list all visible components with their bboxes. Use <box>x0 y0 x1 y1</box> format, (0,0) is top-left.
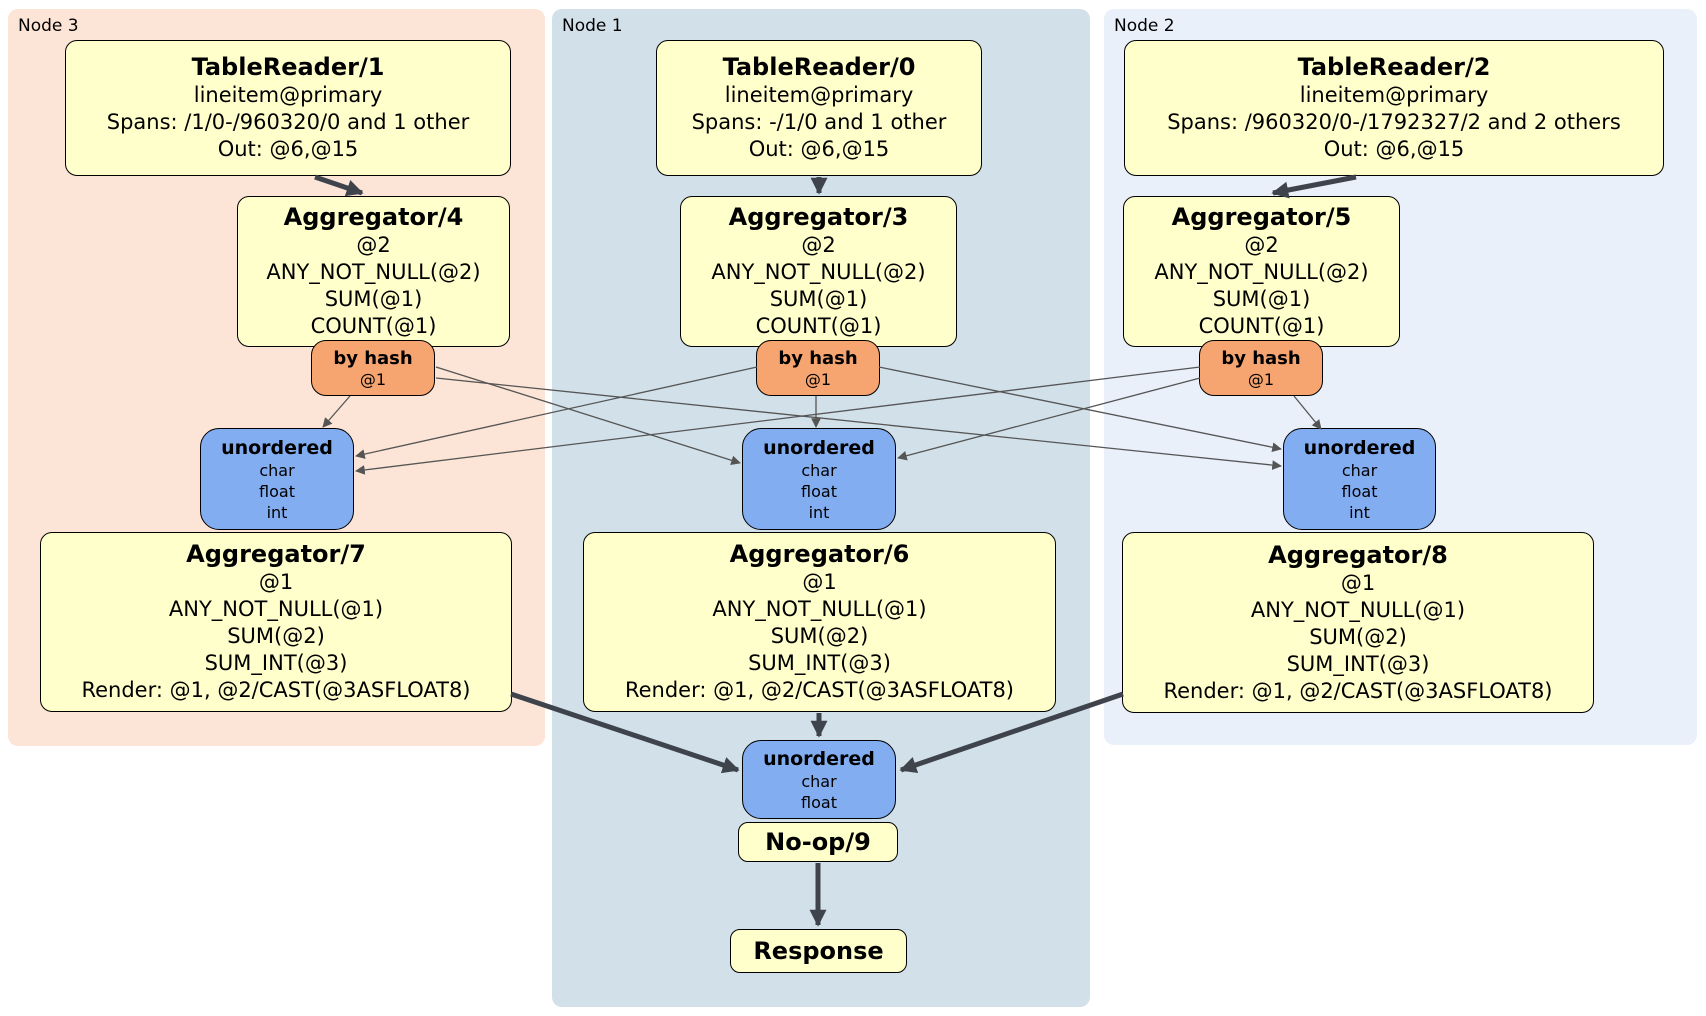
processor-title: Aggregator/6 <box>729 540 910 568</box>
processor-line: @1 <box>802 570 837 594</box>
processor-line: Out: @6,@15 <box>217 137 359 161</box>
node-label: Node 3 <box>18 16 79 36</box>
processor-line: SUM_INT(@3) <box>1286 651 1430 676</box>
sync-stream: int <box>808 502 830 522</box>
sync-stream: char <box>1341 460 1378 480</box>
processor-line: SUM(@2) <box>227 624 325 648</box>
processor-title: Response <box>753 937 884 965</box>
processor-title: Aggregator/4 <box>283 203 464 231</box>
processor-line: SUM_INT(@3) <box>748 651 891 675</box>
processor-line: Spans: /1/0-/960320/0 and 1 other <box>106 110 470 134</box>
sync-unordered-final: unordered char float <box>742 740 896 819</box>
router-by-hash-node2: by hash @1 <box>1199 340 1323 396</box>
processor-line: @1 <box>258 570 294 594</box>
processor-line: ANY_NOT_NULL(@1) <box>168 597 384 621</box>
processor-line: @1 <box>1340 570 1376 595</box>
sync-unordered-node2: unordered char float int <box>1283 428 1436 530</box>
processor-line: SUM_INT(@3) <box>204 651 348 675</box>
processor-line: @2 <box>1244 233 1279 257</box>
processor-line: Spans: -/1/0 and 1 other <box>691 110 947 134</box>
processor-line: Out: @6,@15 <box>748 137 890 161</box>
sync-stream: char <box>801 771 837 791</box>
router-key: @1 <box>359 369 387 389</box>
sync-title: unordered <box>763 436 875 459</box>
processor-aggregator-4: Aggregator/4 @2 ANY_NOT_NULL(@2) SUM(@1)… <box>237 196 510 347</box>
processor-line: Render: @1, @2/CAST(@3ASFLOAT8) <box>624 678 1015 702</box>
response-node: Response <box>730 929 907 973</box>
processor-line: @2 <box>801 233 836 257</box>
processor-line: lineitem@primary <box>1299 83 1489 107</box>
sync-stream: float <box>801 481 837 501</box>
processor-line: SUM(@1) <box>1212 287 1311 311</box>
node-label: Node 2 <box>1114 16 1175 36</box>
sync-stream: float <box>801 792 837 812</box>
processor-line: Out: @6,@15 <box>1323 137 1465 161</box>
processor-aggregator-6: Aggregator/6 @1 ANY_NOT_NULL(@1) SUM(@2)… <box>583 532 1056 712</box>
sync-stream: float <box>259 481 295 501</box>
processor-tablereader-0: TableReader/0 lineitem@primary Spans: -/… <box>656 40 982 176</box>
processor-line: SUM(@1) <box>769 287 868 311</box>
sync-unordered-node3: unordered char float int <box>200 428 354 530</box>
processor-noop-9: No-op/9 <box>738 822 898 862</box>
processor-line: lineitem@primary <box>724 83 914 107</box>
processor-tablereader-2: TableReader/2 lineitem@primary Spans: /9… <box>1124 40 1664 176</box>
processor-line: ANY_NOT_NULL(@2) <box>266 260 481 284</box>
router-by-hash-node3: by hash @1 <box>311 340 435 396</box>
processor-title: TableReader/2 <box>1297 53 1491 81</box>
processor-line: SUM(@2) <box>770 624 869 648</box>
sync-title: unordered <box>1303 436 1416 459</box>
processor-title: Aggregator/7 <box>186 540 366 568</box>
processor-title: Aggregator/5 <box>1171 203 1352 231</box>
processor-title: Aggregator/3 <box>728 203 909 231</box>
router-title: by hash <box>333 347 413 369</box>
sync-title: unordered <box>763 747 875 770</box>
processor-line: COUNT(@1) <box>310 314 437 338</box>
processor-title: TableReader/0 <box>722 53 916 81</box>
processor-tablereader-1: TableReader/1 lineitem@primary Spans: /1… <box>65 40 511 176</box>
processor-line: Render: @1, @2/CAST(@3ASFLOAT8) <box>1163 678 1553 703</box>
processor-line: @2 <box>356 233 391 257</box>
processor-line: ANY_NOT_NULL(@2) <box>711 260 926 284</box>
processor-line: Spans: /960320/0-/1792327/2 and 2 others <box>1167 110 1621 134</box>
sync-stream: float <box>1341 481 1378 501</box>
sync-stream: char <box>259 460 295 480</box>
router-key: @1 <box>804 369 832 389</box>
router-title: by hash <box>778 347 858 369</box>
processor-aggregator-8: Aggregator/8 @1 ANY_NOT_NULL(@1) SUM(@2)… <box>1122 532 1594 713</box>
processor-line: COUNT(@1) <box>1198 314 1325 338</box>
sync-unordered-node1: unordered char float int <box>742 428 896 530</box>
processor-line: SUM(@2) <box>1309 624 1407 649</box>
processor-title: Aggregator/8 <box>1268 540 1448 569</box>
processor-aggregator-3: Aggregator/3 @2 ANY_NOT_NULL(@2) SUM(@1)… <box>680 196 957 347</box>
processor-line: ANY_NOT_NULL(@1) <box>1250 597 1466 622</box>
processor-line: COUNT(@1) <box>755 314 882 338</box>
processor-title: No-op/9 <box>765 828 871 856</box>
processor-title: TableReader/1 <box>191 53 385 81</box>
sync-stream: int <box>1349 502 1370 522</box>
router-key: @1 <box>1247 369 1275 389</box>
sync-title: unordered <box>221 436 333 459</box>
router-title: by hash <box>1221 347 1301 369</box>
processor-line: ANY_NOT_NULL(@2) <box>1154 260 1369 284</box>
node-label: Node 1 <box>562 16 623 36</box>
processor-aggregator-7: Aggregator/7 @1 ANY_NOT_NULL(@1) SUM(@2)… <box>40 532 512 712</box>
processor-line: SUM(@1) <box>324 287 423 311</box>
processor-line: ANY_NOT_NULL(@1) <box>712 597 927 621</box>
processor-line: lineitem@primary <box>193 83 383 107</box>
sync-stream: char <box>801 460 837 480</box>
router-by-hash-node1: by hash @1 <box>756 340 880 396</box>
processor-line: Render: @1, @2/CAST(@3ASFLOAT8) <box>81 678 471 702</box>
processor-aggregator-5: Aggregator/5 @2 ANY_NOT_NULL(@2) SUM(@1)… <box>1123 196 1400 347</box>
sync-stream: int <box>266 502 288 522</box>
